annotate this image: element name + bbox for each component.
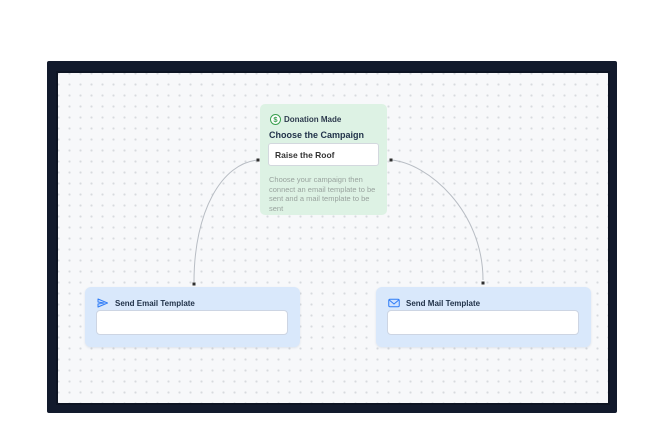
connector-left [193, 159, 259, 283]
envelope-icon [388, 298, 400, 308]
app-window-frame: $ Donation Made Choose the Campaign Choo… [47, 61, 617, 413]
dollar-circle-icon: $ [270, 113, 281, 125]
campaign-field-label: Choose the Campaign [269, 130, 365, 140]
node-donation-made[interactable]: $ Donation Made Choose the Campaign Choo… [260, 104, 387, 215]
mail-node-title: Send Mail Template [406, 298, 481, 308]
connector-port-email-target[interactable] [192, 282, 196, 286]
node-send-email-template[interactable]: Send Email Template [85, 287, 300, 347]
campaign-input[interactable] [268, 143, 379, 166]
flow-canvas[interactable]: $ Donation Made Choose the Campaign Choo… [58, 73, 608, 403]
email-template-input[interactable] [96, 310, 288, 335]
connector-right [390, 159, 484, 281]
donation-node-title: Donation Made [284, 114, 342, 124]
send-icon [97, 298, 108, 308]
email-title-row: Send Email Template [97, 297, 195, 309]
connector-port-mail-target[interactable] [481, 281, 485, 285]
email-node-title: Send Email Template [115, 298, 195, 308]
connector-port-right-source[interactable] [389, 158, 393, 162]
connector-layer [192, 158, 485, 286]
mail-template-input[interactable] [387, 310, 579, 335]
connector-port-left-source[interactable] [256, 158, 260, 162]
node-send-mail-template[interactable]: Send Mail Template [376, 287, 591, 347]
donation-helper-text: Choose your campaign then connect an ema… [269, 175, 376, 213]
donation-title-row: $ Donation Made [270, 113, 341, 125]
mail-title-row: Send Mail Template [388, 297, 480, 309]
